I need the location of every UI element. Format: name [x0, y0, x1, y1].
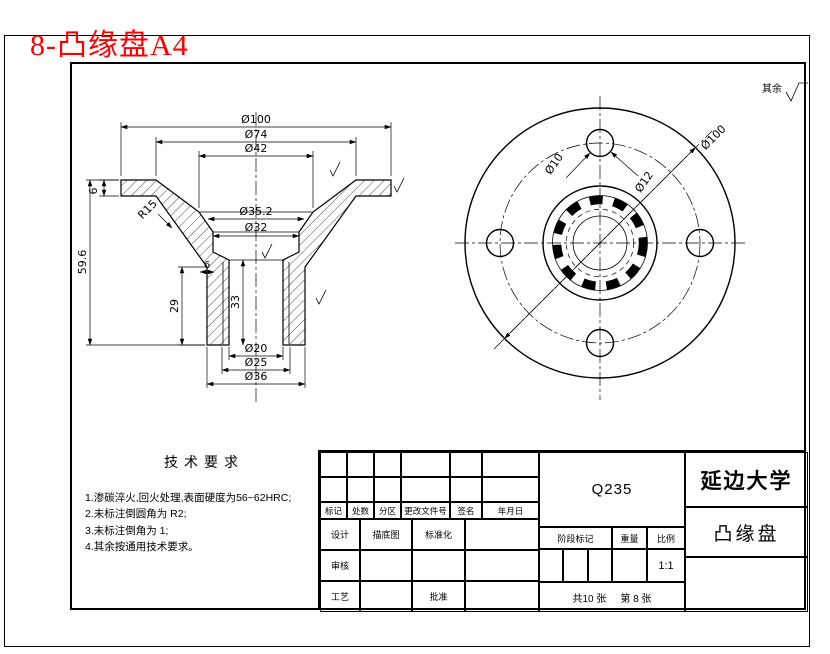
revision-cell [401, 477, 450, 502]
col-header-sign: 签名 [450, 502, 482, 519]
dim-d35-2: Ø35.2 [207, 205, 305, 222]
dim-front-d10-label: Ø10 [542, 151, 566, 177]
revision-cell [347, 477, 374, 502]
section-view: Ø100 Ø74 Ø42 Ø35.2 Ø32 Ø20 Ø [76, 112, 405, 402]
role-design: 设计 [320, 519, 360, 550]
tech-req-item: 4.其余按通用技术要求。 [85, 540, 199, 553]
dim-t6-step-label: 6 [204, 260, 210, 271]
dim-d36: Ø36 [206, 347, 306, 388]
revision-cell [401, 452, 450, 477]
stage-cell [539, 549, 563, 582]
dim-d74-label: Ø74 [245, 128, 268, 141]
technical-requirements: 技术要求 1.渗碳淬火,回火处理,表面硬度为56~62HRC; 2.未标注倒圆角… [85, 452, 323, 555]
scale-value-cell: 1:1 [647, 549, 685, 582]
dim-t6-flange-label: 6 [87, 188, 100, 195]
roughness-icon [261, 243, 273, 259]
dim-front-d10: Ø10 [542, 151, 591, 179]
roughness-icon [315, 289, 327, 305]
revision-cell [482, 477, 539, 502]
dim-front-d100-label: Ø100 [698, 122, 728, 152]
empty-cell [465, 581, 539, 612]
dim-r15-label: R15 [135, 197, 159, 221]
revision-cell [320, 452, 347, 477]
surface-finish-note: 其余 [762, 82, 808, 102]
dim-d32: Ø32 [212, 221, 300, 239]
dim-t6-step: 6 [199, 260, 215, 275]
col-header-mark: 标记 [320, 502, 347, 519]
role-approve: 批准 [412, 581, 465, 612]
revision-cell [374, 452, 401, 477]
dim-d100-label: Ø100 [241, 113, 271, 126]
role-check: 审核 [320, 550, 360, 581]
stage-cell [563, 549, 588, 582]
stage-header: 阶段标记 [539, 527, 612, 549]
dim-d20-label: Ø20 [245, 342, 268, 355]
revision-cell [450, 477, 482, 502]
dim-d100: Ø100 [120, 113, 392, 176]
revision-cell [320, 477, 347, 502]
dim-d42-label: Ø42 [245, 142, 268, 155]
title-block: 标记 处数 分区 更改文件号 签名 年月日 设计 描底图 标准化 审核 工艺 批… [318, 450, 808, 612]
col-header-doc: 更改文件号 [401, 502, 450, 519]
tech-req-heading: 技术要求 [164, 454, 244, 470]
part-name-cell: 凸缘盘 [685, 507, 808, 557]
tech-req-item: 1.渗碳淬火,回火处理,表面硬度为56~62HRC; [85, 492, 292, 504]
col-header-zone: 分区 [374, 502, 401, 519]
weight-cell [612, 549, 647, 582]
dim-d32-label: Ø32 [245, 221, 268, 234]
roughness-icon [393, 177, 405, 193]
dim-d42: Ø42 [198, 142, 314, 208]
role-standardize: 标准化 [412, 519, 465, 550]
sheet-number: 第 8 张 [620, 593, 652, 605]
material-cell: Q235 [539, 452, 685, 527]
col-header-date: 年月日 [482, 502, 539, 519]
drawing-number-cell [685, 557, 808, 612]
col-header-count: 处数 [347, 502, 374, 519]
revision-cell [450, 452, 482, 477]
organization-cell: 延边大学 [685, 452, 808, 507]
front-view: Ø100 Ø10 Ø12 [455, 96, 748, 400]
weight-header: 重量 [612, 527, 647, 549]
tech-req-item: 2.未标注倒圆角为 R2; [85, 508, 187, 521]
revision-cell [347, 452, 374, 477]
role-trace: 描底图 [360, 519, 412, 550]
empty-cell [360, 581, 412, 612]
revision-cell [374, 477, 401, 502]
section-cut-right [282, 179, 392, 346]
empty-cell [412, 550, 465, 581]
dim-h29-label: 29 [168, 299, 181, 313]
dim-d36-label: Ø36 [245, 370, 268, 383]
dim-h59-6-label: 59.6 [76, 250, 89, 275]
dim-h33: 33 [229, 259, 246, 346]
surface-note-label: 其余 [762, 82, 782, 95]
dim-h33-label: 33 [229, 295, 242, 309]
sheet-outer-border [4, 35, 810, 647]
scale-header: 比例 [647, 527, 685, 549]
sheets-total: 共10 张 [572, 593, 607, 605]
sheet-count-cell: 共10 张 第 8 张 [539, 582, 685, 612]
role-process: 工艺 [320, 581, 360, 612]
tech-req-item: 3.未标注倒角为 1; [85, 524, 169, 537]
empty-cell [360, 550, 412, 581]
surface-finish-icon [785, 82, 808, 102]
bolt-circle [499, 142, 701, 344]
dim-d25: Ø25 [221, 347, 291, 374]
dim-front-d100: Ø100 [493, 122, 729, 350]
dim-d74: Ø74 [155, 128, 357, 176]
flange-outer-circle [464, 107, 736, 379]
section-cut-left [120, 179, 230, 346]
dim-d20: Ø20 [228, 342, 284, 360]
page-title: 8-凸缘盘A4 [30, 29, 189, 62]
dim-d35-2-label: Ø35.2 [239, 205, 272, 218]
dim-front-d12-label: Ø12 [632, 169, 656, 195]
dim-t6-flange: 6 [87, 179, 119, 197]
empty-cell [465, 519, 539, 550]
roughness-icon [329, 161, 341, 177]
empty-cell [465, 550, 539, 581]
dim-h29: 29 [168, 266, 205, 346]
stage-cell [588, 549, 612, 582]
revision-cell [482, 452, 539, 477]
dim-d25-label: Ø25 [245, 356, 268, 369]
